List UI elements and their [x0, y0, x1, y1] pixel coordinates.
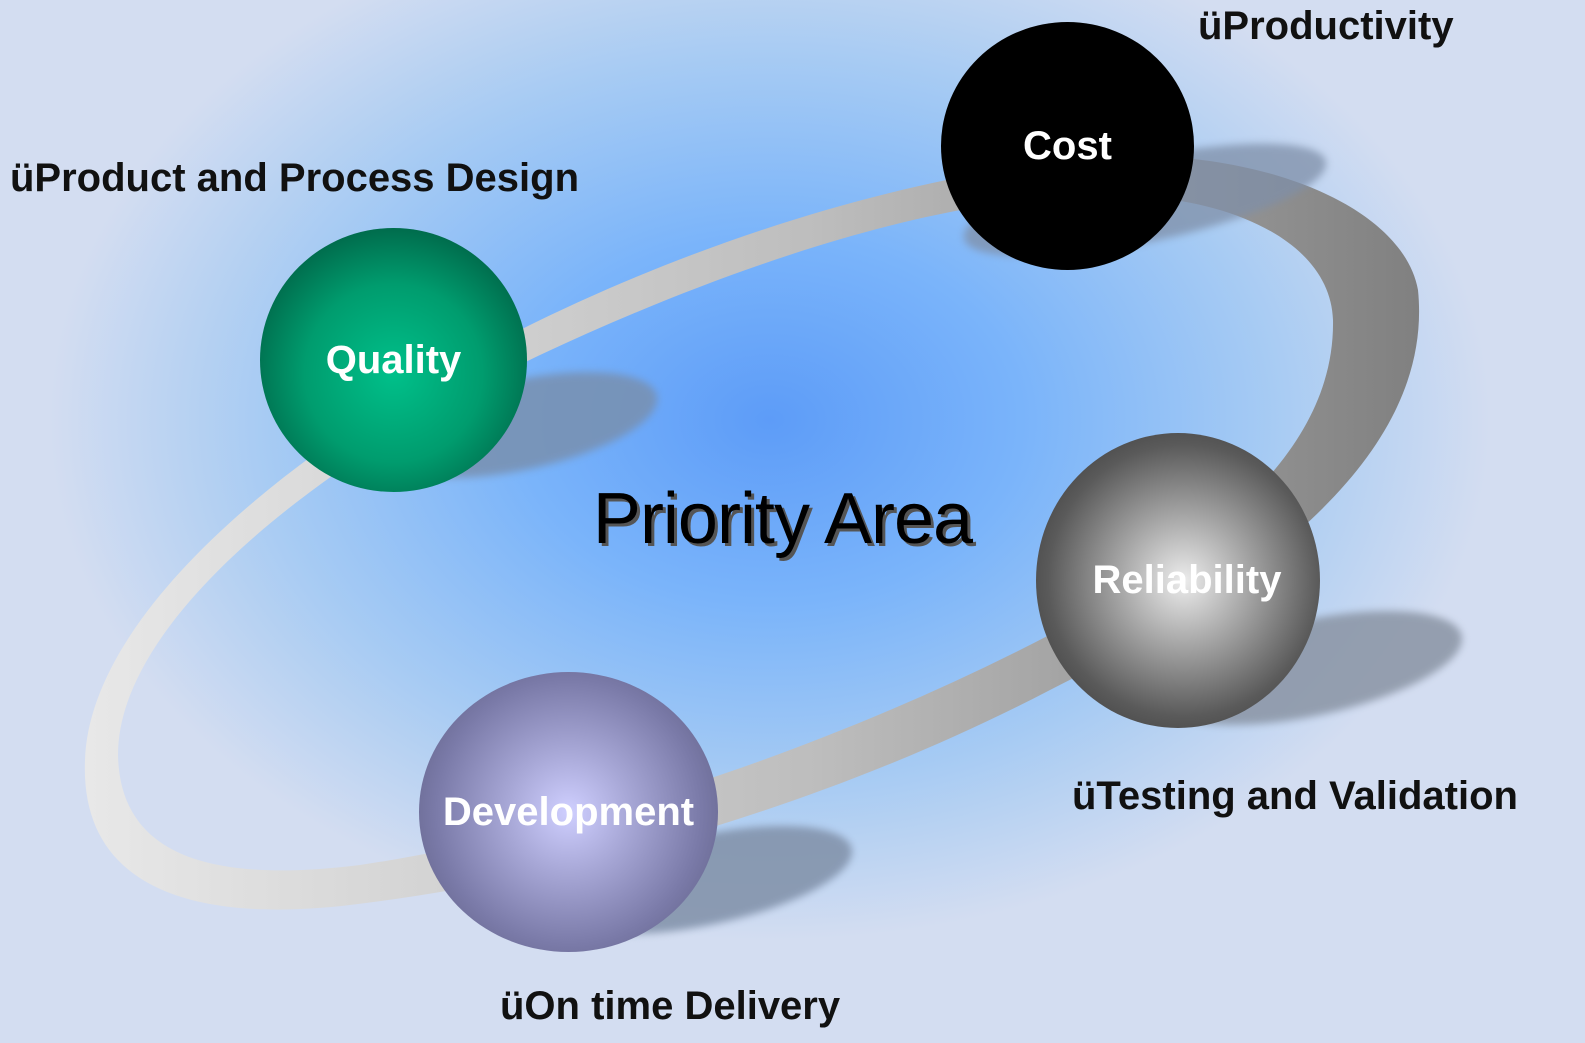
reliability-label: Reliability [1092, 558, 1282, 602]
ring-band [84, 155, 1420, 910]
development-label: Development [442, 789, 695, 834]
cost-node: Cost [941, 22, 1194, 270]
quality-detail: üProduct and Process Design [10, 156, 580, 200]
cost-detail: üProductivity [1198, 4, 1454, 48]
development-node: Development [419, 672, 718, 952]
quality-label: Quality [325, 337, 462, 382]
quality-node: Quality [260, 228, 527, 492]
reliability-node: Reliability [1036, 433, 1320, 728]
cost-label: Cost [1023, 123, 1112, 168]
development-detail: üOn time Delivery [500, 984, 841, 1028]
reliability-detail: üTesting and Validation [1072, 774, 1518, 818]
center-title: Priority Area [592, 479, 973, 559]
